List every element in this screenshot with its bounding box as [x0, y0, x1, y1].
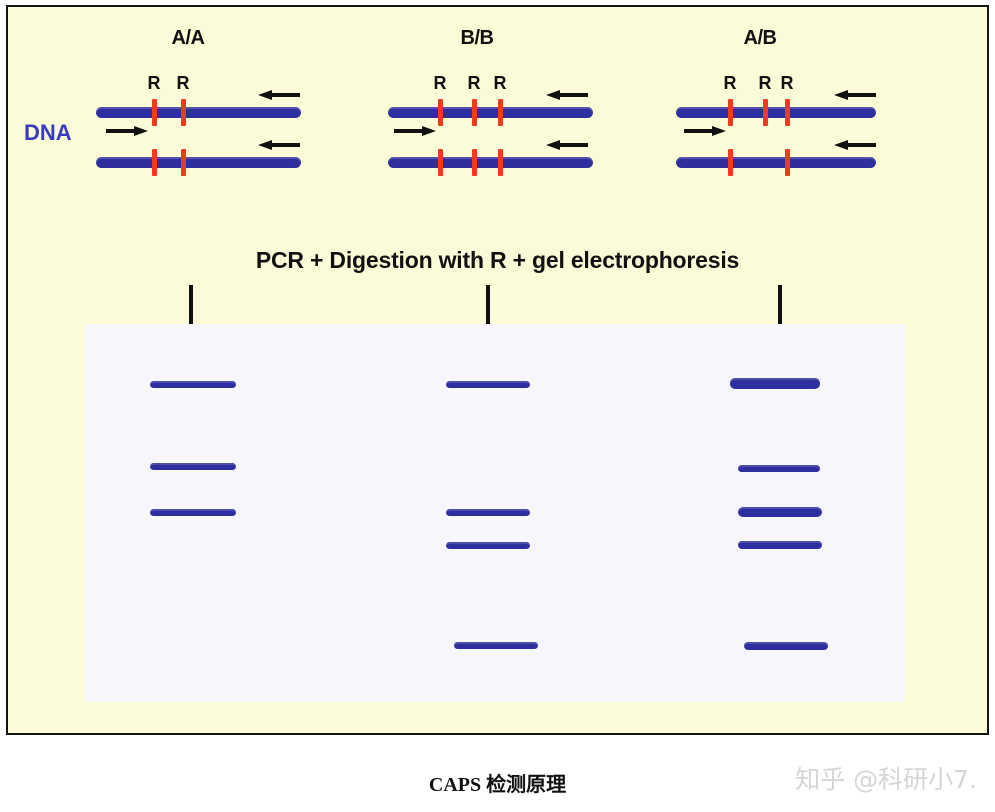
process-description: PCR + Digestion with R + gel electrophor… [255, 247, 740, 273]
restriction-site [785, 149, 790, 176]
primer-reverse-arrow [834, 89, 876, 101]
primer-forward-arrow [106, 125, 148, 137]
figure-panel: A/A B/B A/B DNA R R R R R [6, 5, 989, 735]
r-label: R [493, 73, 507, 93]
gel-band [446, 381, 530, 388]
restriction-site [181, 99, 186, 126]
restriction-site [728, 149, 733, 176]
gel-band [738, 507, 822, 517]
dna-strand-bottom [676, 157, 876, 168]
restriction-site [438, 99, 443, 126]
primer-reverse-arrow [834, 139, 876, 151]
gel-band [150, 509, 236, 516]
restriction-site [498, 149, 503, 176]
restriction-site [728, 99, 733, 126]
dna-label: DNA [24, 120, 72, 145]
restriction-site [785, 99, 790, 126]
gel-band [738, 465, 820, 472]
restriction-site [152, 149, 157, 176]
gel-band [446, 542, 530, 549]
primer-reverse-arrow [258, 89, 300, 101]
restriction-site [472, 99, 477, 126]
gel-band [150, 381, 236, 388]
figure-caption: CAPS 检测原理 [428, 774, 567, 796]
dna-strand-top [96, 107, 301, 118]
r-label: R [758, 73, 772, 93]
dna-strand-top [388, 107, 593, 118]
gel-band [738, 541, 822, 549]
dna-strand-top [676, 107, 876, 118]
restriction-site [152, 99, 157, 126]
gel-panel [84, 324, 905, 702]
r-label: R [467, 73, 481, 93]
r-label: R [433, 73, 447, 93]
restriction-site [498, 99, 503, 126]
genotype-label-bb: B/B [460, 27, 494, 49]
genotype-label-ab: A/B [743, 27, 777, 49]
gel-band [446, 509, 530, 516]
gel-band [454, 642, 538, 649]
primer-forward-arrow [684, 125, 726, 137]
restriction-site [438, 149, 443, 176]
restriction-site [472, 149, 477, 176]
primer-reverse-arrow [546, 139, 588, 151]
gel-band [730, 378, 820, 389]
r-label: R [780, 73, 794, 93]
restriction-site [181, 149, 186, 176]
primer-forward-arrow [394, 125, 436, 137]
restriction-site [763, 99, 768, 126]
r-label: R [147, 73, 161, 93]
r-label: R [176, 73, 190, 93]
primer-reverse-arrow [258, 139, 300, 151]
primer-reverse-arrow [546, 89, 588, 101]
gel-band [150, 463, 236, 470]
watermark: 知乎 @科研小7. [795, 765, 977, 794]
dna-strand-bottom [388, 157, 593, 168]
dna-strand-bottom [96, 157, 301, 168]
gel-band [744, 642, 828, 650]
r-label: R [723, 73, 737, 93]
genotype-label-aa: A/A [171, 27, 205, 49]
